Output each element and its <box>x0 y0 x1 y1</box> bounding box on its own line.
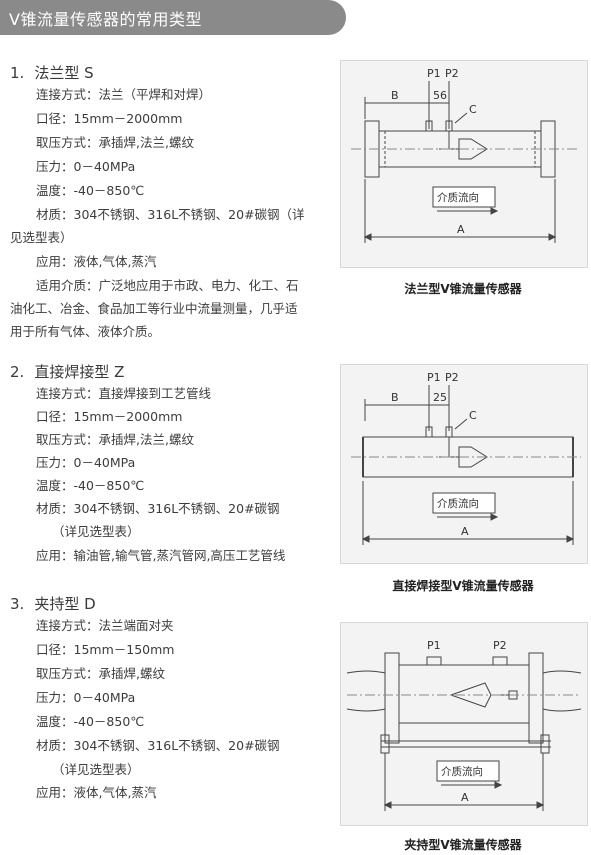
weld-type-drawing: P1 P2 25 B C 介质流向 A <box>351 371 581 545</box>
section-3-line: 材质：304不锈钢、316L不锈钢、20#碳钢 <box>36 738 280 753</box>
wafer-type-drawing: P1 P2 介质流向 A <box>346 639 582 811</box>
section-3-line: （详见选型表） <box>52 762 140 777</box>
section-2-line: 压力：0－40MPa <box>36 455 136 470</box>
section-2-line: 取压方式：承插焊,法兰,螺纹 <box>36 432 194 447</box>
section-1-line: 口径：15mm－2000mm <box>36 111 183 126</box>
section-1-line: 用于所有气体、液体介质。 <box>10 324 161 339</box>
diagram-3-flow: 介质流向 <box>441 765 483 778</box>
page-header: V锥流量传感器的常用类型 <box>0 0 346 35</box>
diagram-2-p1: P1 <box>427 371 441 384</box>
section-3-line: 应用：液体,气体,蒸汽 <box>36 785 157 800</box>
section-3-number: 3. <box>10 595 25 613</box>
section-2-line: 口径：15mm－2000mm <box>36 409 183 424</box>
diagram-2-caption: 直接焊接型V锥流量传感器 <box>392 579 534 593</box>
diagram-3-p1: P1 <box>427 639 441 652</box>
diagram-1-p2: P2 <box>445 67 459 80</box>
section-1-line: 见选型表） <box>10 230 73 245</box>
section-2-line: 材质：304不锈钢、316L不锈钢、20#碳钢 <box>36 501 280 516</box>
section-1-name: 法兰型 S <box>34 64 94 82</box>
diagram-2-a: A <box>461 525 469 538</box>
section-1-number: 1. <box>10 64 25 82</box>
flange-type-drawing: P1 P2 56 B C 介质流向 A <box>351 67 577 243</box>
diagram-1-flow: 介质流向 <box>437 191 479 204</box>
section-1-line: 材质：304不锈钢、316L不锈钢、20#碳钢（详 <box>36 207 305 222</box>
section-2-line: 连接方式：直接焊接到工艺管线 <box>36 386 212 401</box>
diagram-3-caption: 夹持型V锥流量传感器 <box>404 838 522 852</box>
section-2-title: 2. 直接焊接型 Z <box>10 361 124 382</box>
diagram-2-p2: P2 <box>445 371 459 384</box>
section-3-title: 3. 夹持型 D <box>10 593 96 614</box>
section-1-line: 应用：液体,气体,蒸汽 <box>36 254 157 269</box>
section-3-line: 连接方式：法兰端面对夹 <box>36 618 174 633</box>
section-1-line: 取压方式：承插焊,法兰,螺纹 <box>36 135 194 150</box>
section-3-line: 取压方式：承插焊,螺纹 <box>36 666 165 681</box>
diagram-1-p1: P1 <box>427 67 441 80</box>
section-2-line: 应用：输油管,输气管,蒸汽管网,高压工艺管线 <box>36 548 286 563</box>
diagram-1-c: C <box>469 103 477 116</box>
diagram-2-c: C <box>469 409 477 422</box>
diagram-3-p2: P2 <box>493 639 507 652</box>
section-1-line: 油化工、冶金、食品加工等行业中流量测量，几乎适 <box>10 301 298 316</box>
page-title: V锥流量传感器的常用类型 <box>9 10 202 29</box>
flange-type-diagram: P1 P2 56 B C 介质流向 A <box>340 60 588 268</box>
diagram-1-caption: 法兰型V锥流量传感器 <box>404 282 522 296</box>
diagram-2-flow: 介质流向 <box>437 497 479 510</box>
section-1-line: 温度：-40－850℃ <box>36 183 145 198</box>
weld-type-diagram: P1 P2 25 B C 介质流向 A <box>340 364 588 564</box>
diagram-1-b: B <box>391 89 399 102</box>
diagram-1-a: A <box>457 223 465 236</box>
section-1-line: 适用介质：广泛地应用于市政、电力、化工、石 <box>36 278 299 293</box>
diagram-2-spacing: 25 <box>433 391 447 404</box>
section-2-line: 温度：-40－850℃ <box>36 478 145 493</box>
section-2-name: 直接焊接型 Z <box>34 363 125 381</box>
section-2-number: 2. <box>10 363 25 381</box>
section-3-line: 压力：0－40MPa <box>36 690 136 705</box>
section-1-line: 压力：0－40MPa <box>36 159 136 174</box>
section-3-name: 夹持型 D <box>34 595 96 613</box>
section-1-line: 连接方式：法兰（平焊和对焊） <box>36 87 212 102</box>
section-3-line: 温度：-40－850℃ <box>36 714 145 729</box>
section-1-title: 1. 法兰型 S <box>10 62 94 83</box>
diagram-1-spacing: 56 <box>433 89 447 102</box>
diagram-2-b: B <box>391 391 399 404</box>
wafer-type-diagram: P1 P2 介质流向 A <box>340 622 588 826</box>
diagram-3-a: A <box>461 791 469 804</box>
section-3-line: 口径：15mm－150mm <box>36 642 175 657</box>
section-2-line: （详见选型表） <box>52 524 140 539</box>
